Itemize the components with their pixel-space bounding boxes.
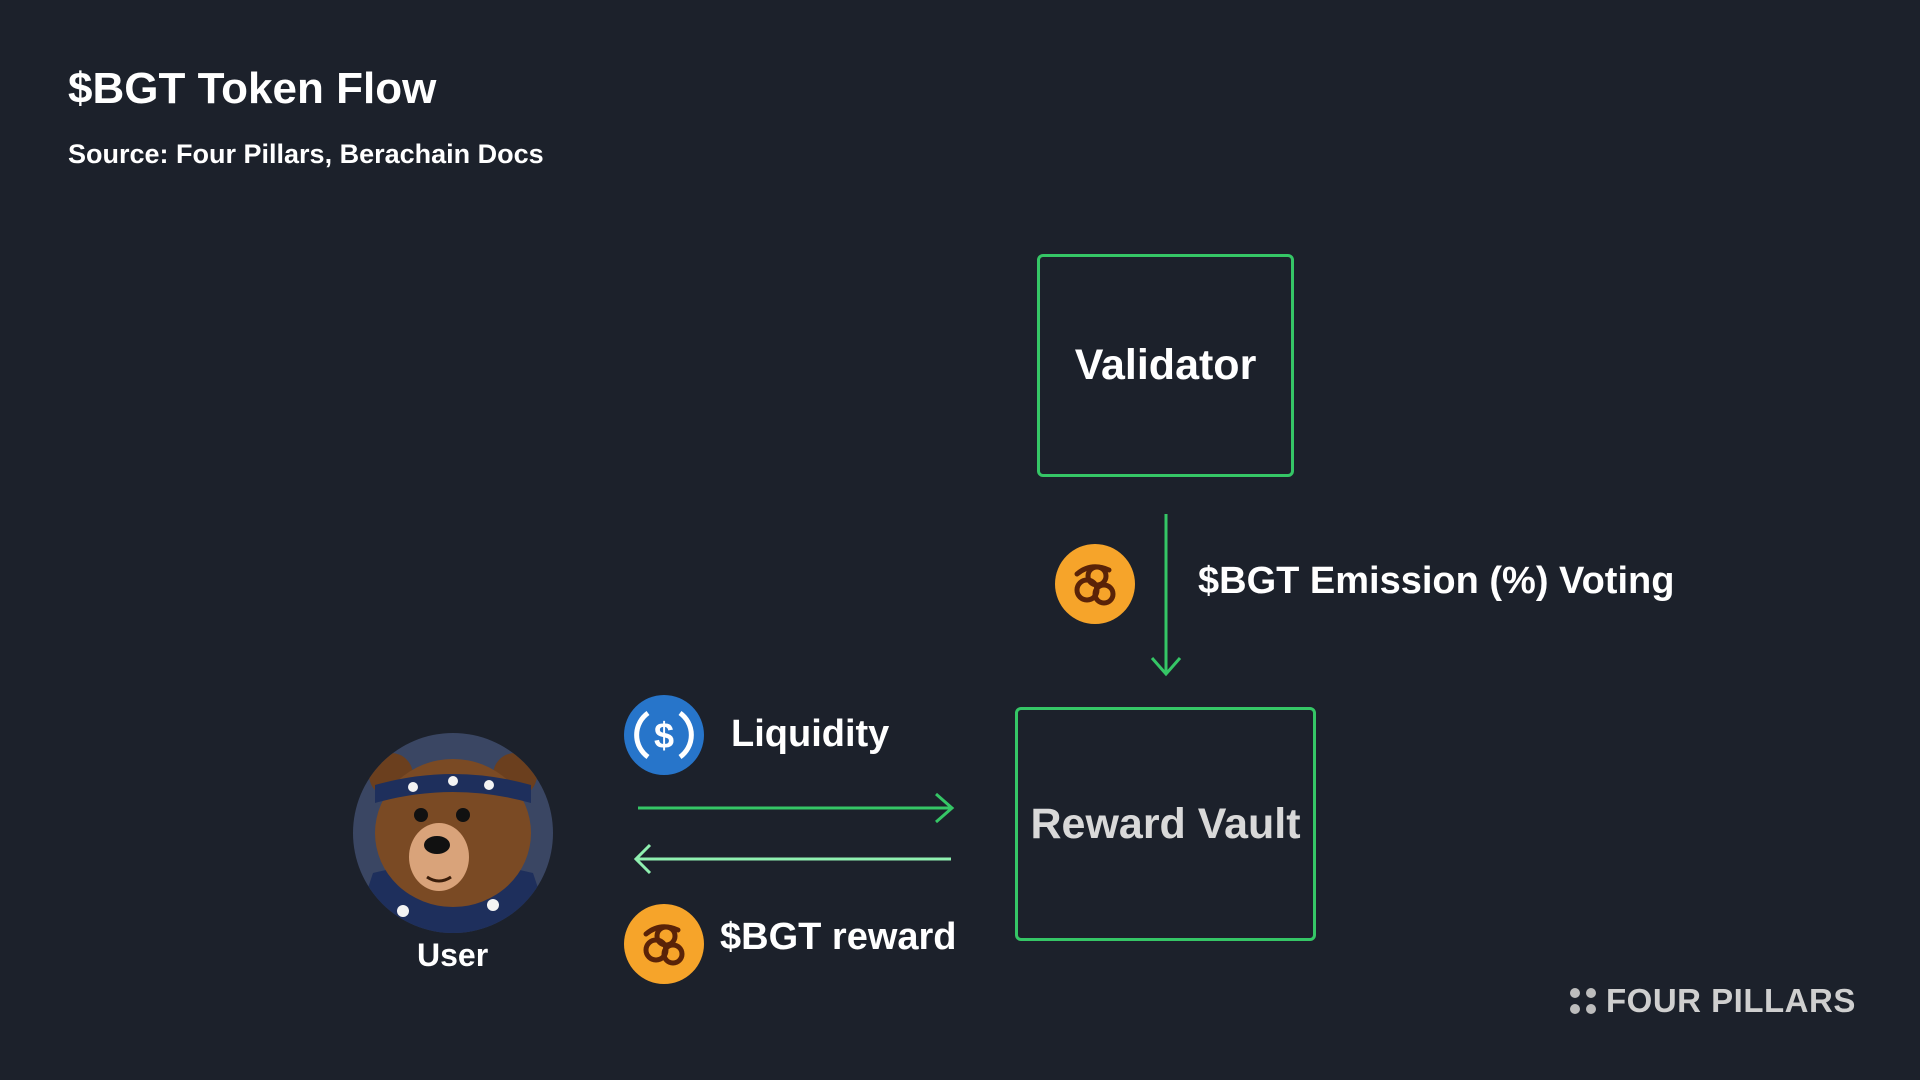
logo-dots-icon — [1570, 988, 1596, 1014]
liquidity-label: Liquidity — [731, 713, 890, 755]
bear-avatar-icon — [353, 733, 553, 933]
emission-voting-label: $BGT Emission (%) Voting — [1198, 560, 1675, 602]
logo-text: FOUR PILLARS — [1606, 982, 1856, 1019]
svg-text:$: $ — [654, 715, 674, 756]
page-title: $BGT Token Flow — [68, 64, 437, 113]
reward-arrow — [633, 843, 951, 875]
source-note: Source: Four Pillars, Berachain Docs — [68, 139, 544, 169]
bgt-token-icon — [1055, 544, 1135, 624]
reward-vault-node: Reward Vault — [1015, 707, 1316, 941]
reward-vault-label: Reward Vault — [1030, 799, 1301, 848]
bgt-reward-label: $BGT reward — [720, 916, 957, 958]
validator-node: Validator — [1037, 254, 1294, 477]
liquidity-arrow — [638, 792, 955, 824]
usdc-token-icon: $ — [624, 695, 704, 775]
four-pillars-logo: FOUR PILLARS — [1570, 982, 1856, 1020]
validator-label: Validator — [1074, 341, 1257, 389]
bgt-token-icon — [624, 904, 704, 984]
emission-arrow — [1150, 514, 1182, 677]
user-label: User — [417, 937, 489, 973]
